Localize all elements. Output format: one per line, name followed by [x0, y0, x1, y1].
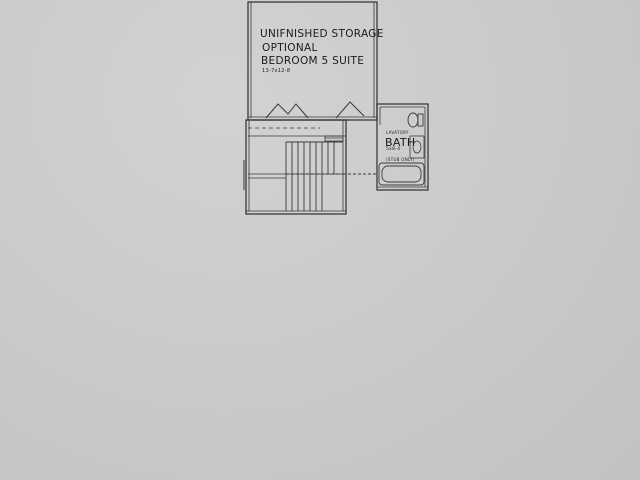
bath-label: BATH — [385, 136, 416, 149]
bedroom-label: BEDROOM 5 SUITE — [261, 55, 365, 67]
bathtub-fixture — [378, 162, 425, 186]
stair-hall-walls — [243, 119, 347, 215]
door-swings — [265, 101, 365, 119]
bath-walls — [376, 103, 429, 191]
optional-label: OPTIONAL — [262, 42, 318, 54]
storage-room-label: UNIFNISHED STORAGE — [260, 28, 384, 40]
bath-note: (STUB ONLY) — [386, 157, 415, 162]
lavatory-label: LAVATORY — [386, 130, 409, 135]
vanity-fixture — [409, 135, 425, 159]
bedroom-dimensions: 13-7x12-8 — [262, 68, 291, 74]
stair-treads — [285, 141, 378, 211]
bath-dimensions: 5x8-4 — [386, 147, 401, 152]
toilet-fixture — [407, 112, 424, 128]
